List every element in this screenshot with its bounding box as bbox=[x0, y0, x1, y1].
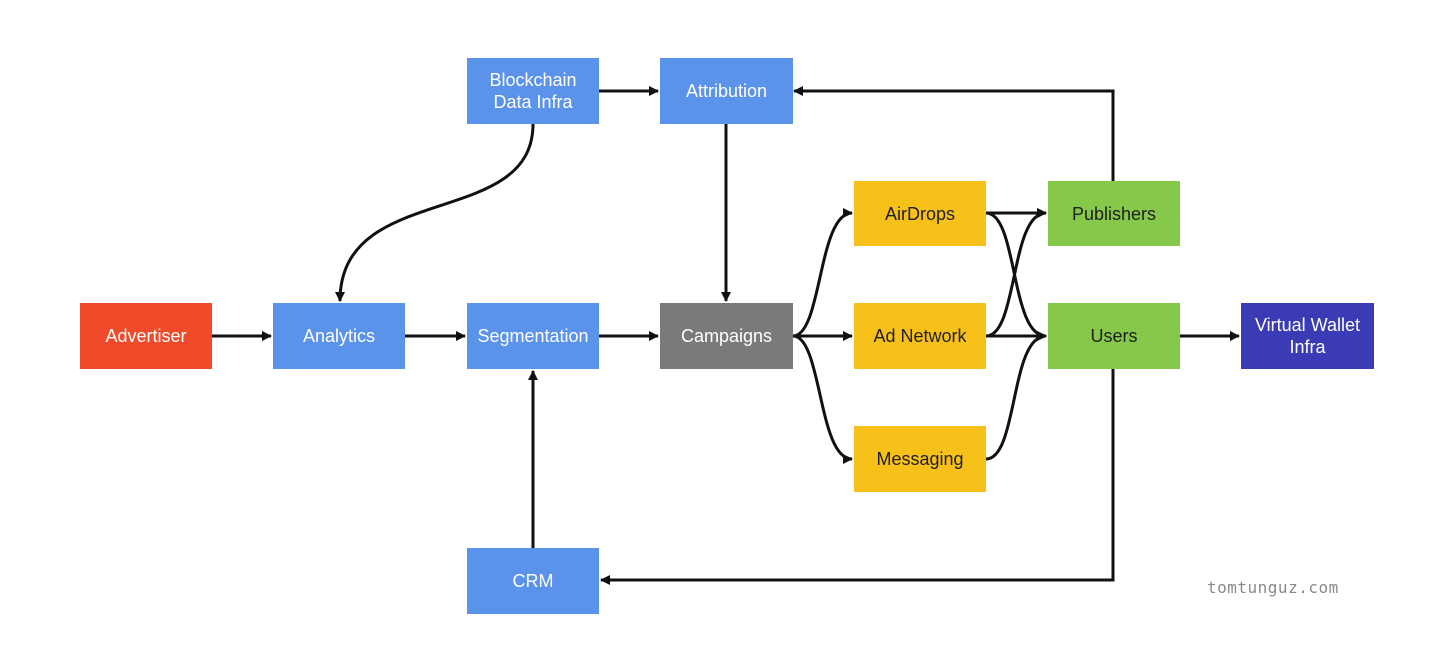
node-analytics: Analytics bbox=[273, 303, 405, 369]
node-virtual-wallet-infra: Virtual Wallet Infra bbox=[1241, 303, 1374, 369]
node-messaging: Messaging bbox=[854, 426, 986, 492]
edge-adnetwork-publishers bbox=[985, 208, 1047, 338]
edge-publishers-attribution bbox=[793, 86, 1115, 181]
edge-blockchain-analytics bbox=[335, 123, 535, 302]
node-ad-network: Ad Network bbox=[854, 303, 986, 369]
node-segmentation: Segmentation bbox=[467, 303, 599, 369]
edge-messaging-users bbox=[985, 331, 1047, 461]
node-advertiser: Advertiser bbox=[80, 303, 212, 369]
edge-users-crm bbox=[600, 369, 1115, 585]
edge-campaigns-messaging bbox=[792, 334, 853, 464]
node-campaigns: Campaigns bbox=[660, 303, 793, 369]
node-blockchain-data-infra: Blockchain Data Infra bbox=[467, 58, 599, 124]
node-publishers: Publishers bbox=[1048, 181, 1180, 246]
node-users: Users bbox=[1048, 303, 1180, 369]
watermark: tomtunguz.com bbox=[1207, 578, 1339, 597]
edge-campaigns-airdrops bbox=[792, 208, 853, 338]
node-crm: CRM bbox=[467, 548, 599, 614]
node-attribution: Attribution bbox=[660, 58, 793, 124]
node-airdrops: AirDrops bbox=[854, 181, 986, 246]
